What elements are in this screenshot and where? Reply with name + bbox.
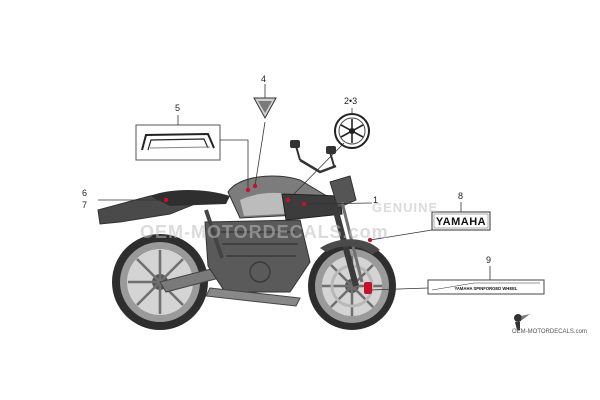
- callout-7: 7: [82, 200, 88, 210]
- decal-8-yamaha-badge: YAMAHA: [431, 211, 491, 231]
- callout-6: 6: [82, 188, 88, 198]
- callout-5: 5: [175, 103, 181, 113]
- callout-1: 1: [373, 195, 379, 205]
- watermark-oem-motordecals: OEM-MOTORDECALS.com: [140, 222, 389, 242]
- spinforged-text: YAMAHA SPINFORGED WHEEL: [455, 286, 518, 291]
- leader-lines: [98, 84, 491, 291]
- callout-8: 8: [458, 191, 464, 201]
- decal-23-yamaha-emblem: [334, 113, 370, 149]
- watermark-genuine: GENUINE: [372, 200, 439, 215]
- callout-23: 2•3: [344, 96, 358, 106]
- yamaha-badge-text: YAMAHA: [436, 216, 486, 228]
- toucan-logo-icon: [514, 314, 530, 330]
- decal-4-tank-emblem: [253, 97, 277, 120]
- callout-4: 4: [261, 74, 267, 84]
- location-markers: [163, 183, 373, 293]
- footer-brand: OEM-MOTORDECALS.com: [512, 329, 587, 335]
- decal-5-stripe-box: [135, 124, 221, 161]
- callout-9: 9: [486, 255, 492, 265]
- decal-9-spinforged-strip: YAMAHA SPINFORGED WHEEL: [427, 279, 545, 295]
- front-wheel: [308, 242, 396, 330]
